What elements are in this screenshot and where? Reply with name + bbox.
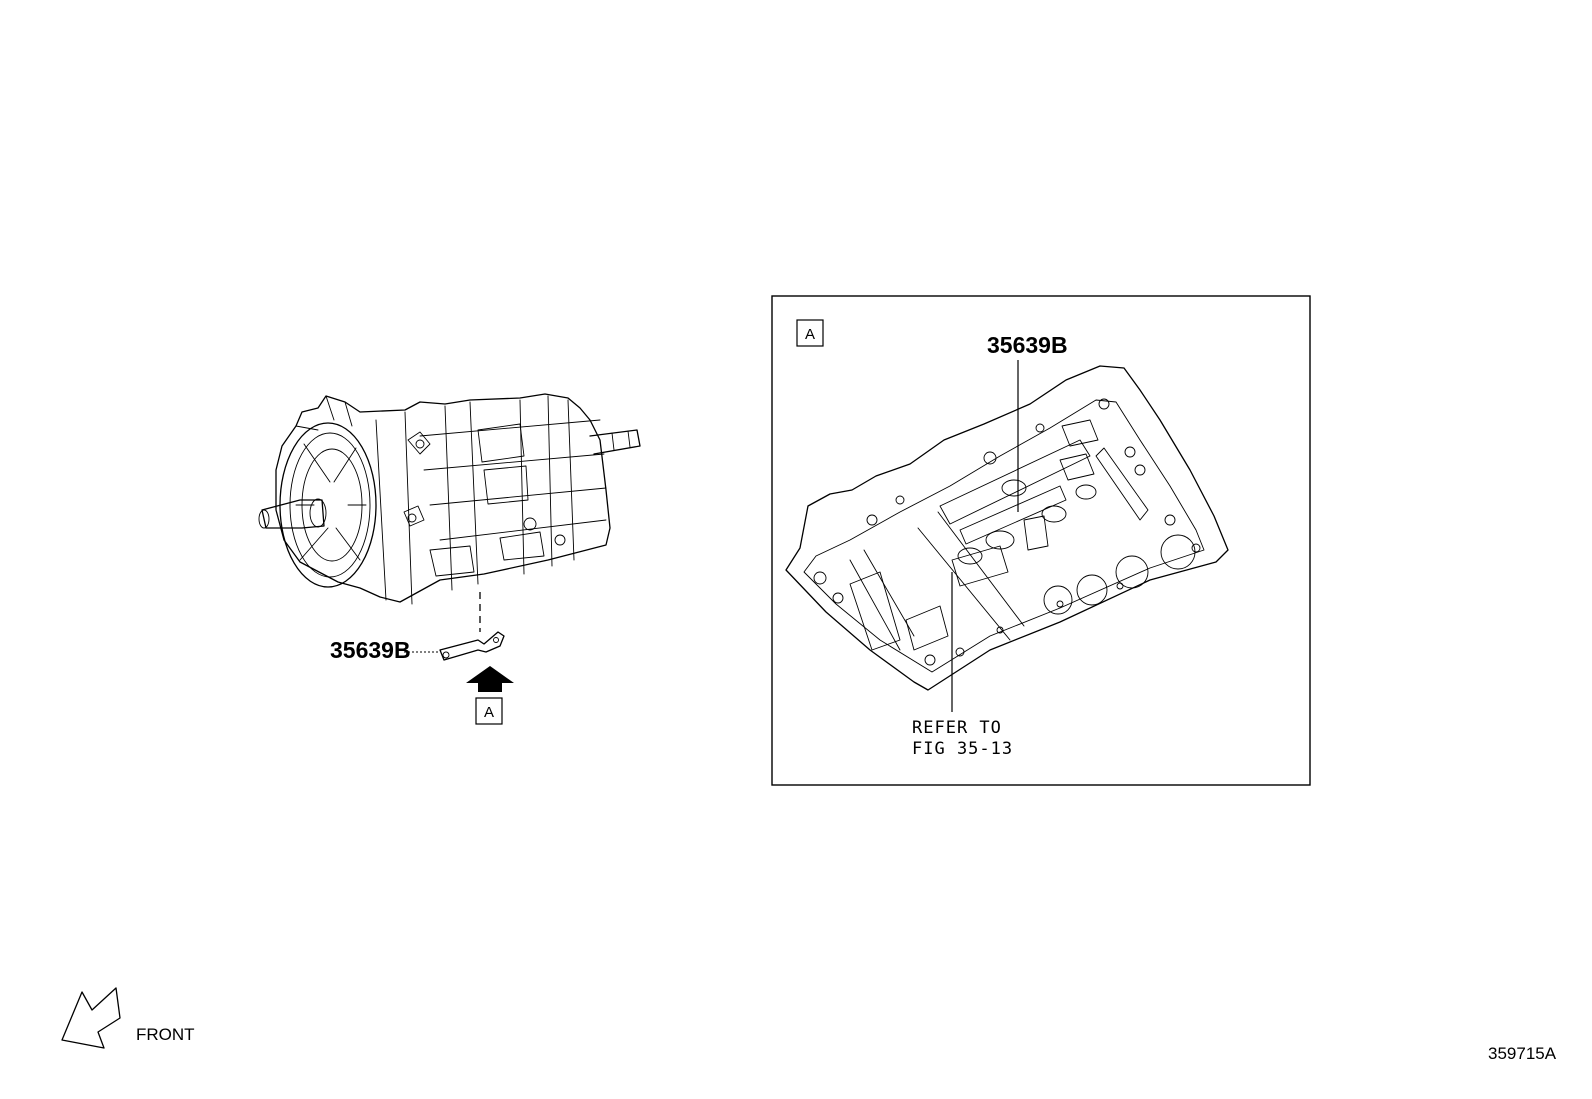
front-label: FRONT — [136, 1025, 195, 1044]
bracket-part-illustration — [439, 631, 505, 661]
detail-view-label-box: A — [796, 319, 824, 347]
view-arrow-icon — [466, 666, 514, 692]
refer-note-line2: FIG 35-13 — [912, 739, 1013, 759]
front-direction-arrow-icon — [61, 987, 121, 1049]
view-ref-label: A — [484, 704, 494, 721]
detail-view-label: A — [805, 326, 815, 343]
part-callout-detail: 35639B — [987, 332, 1068, 358]
valve-body-illustration — [785, 365, 1229, 691]
view-ref-box: A — [475, 697, 503, 725]
refer-note-line1: REFER TO — [912, 718, 1002, 738]
figure-number: 359715A — [1488, 1044, 1557, 1063]
detail-view-frame — [771, 295, 1311, 786]
transmission-assembly-illustration — [258, 393, 641, 605]
part-callout-left: 35639B — [330, 637, 411, 663]
